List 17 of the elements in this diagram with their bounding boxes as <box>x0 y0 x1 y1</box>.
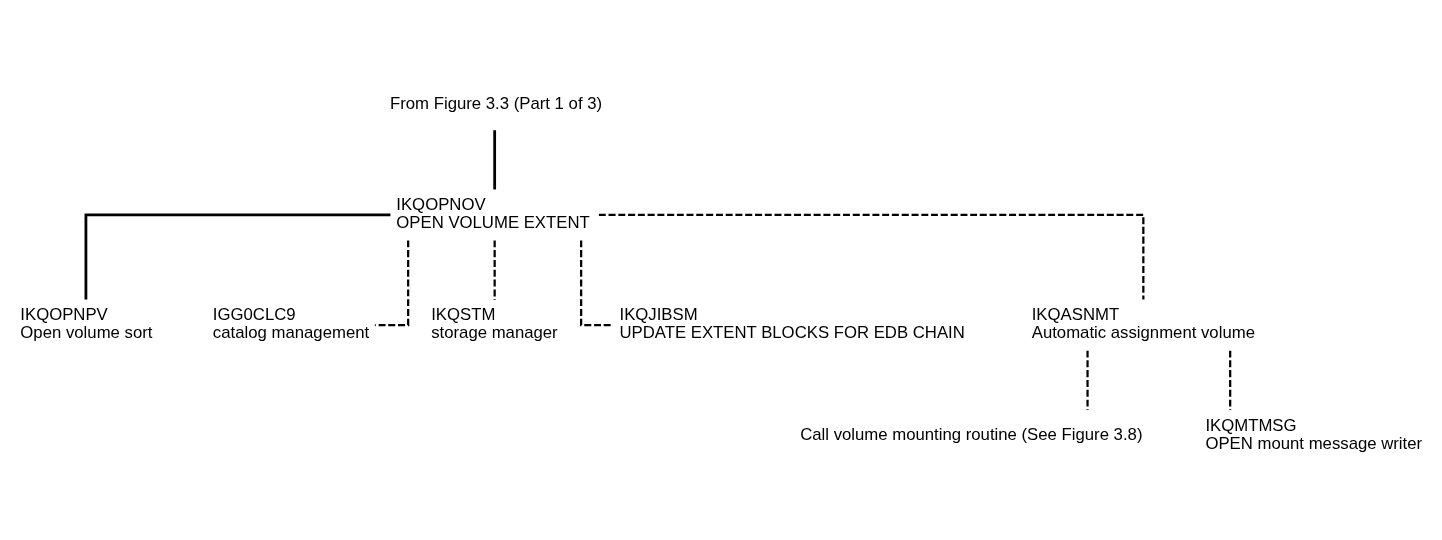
node-text: IKQOPNPV Open volume sort <box>20 305 153 343</box>
connector <box>580 240 614 327</box>
connector <box>84 213 391 300</box>
node-text: IKQJIBSM UPDATE EXTENT BLOCKS FOR EDB CHAIN <box>619 305 965 343</box>
node-text: IKQSTM storage manager <box>431 305 558 343</box>
connector <box>493 130 497 190</box>
node-text: IKQASNMT Automatic assignment volume <box>1031 305 1255 343</box>
node-text: IKQMTMSG OPEN mount message writer <box>1205 415 1423 453</box>
connector <box>1086 350 1089 410</box>
node-text: Call volume mounting routine (See Figure 3.8) <box>800 424 1143 444</box>
node-text: From Figure 3.3 (Part 1 of 3) <box>390 94 603 114</box>
connector <box>493 240 496 300</box>
connector <box>374 240 410 327</box>
node-text: IKQOPNOV OPEN VOLUME EXTENT <box>396 195 590 233</box>
node-text: IGG0CLC9 catalog management <box>212 305 370 343</box>
connector <box>1229 350 1232 410</box>
connector <box>598 213 1145 300</box>
